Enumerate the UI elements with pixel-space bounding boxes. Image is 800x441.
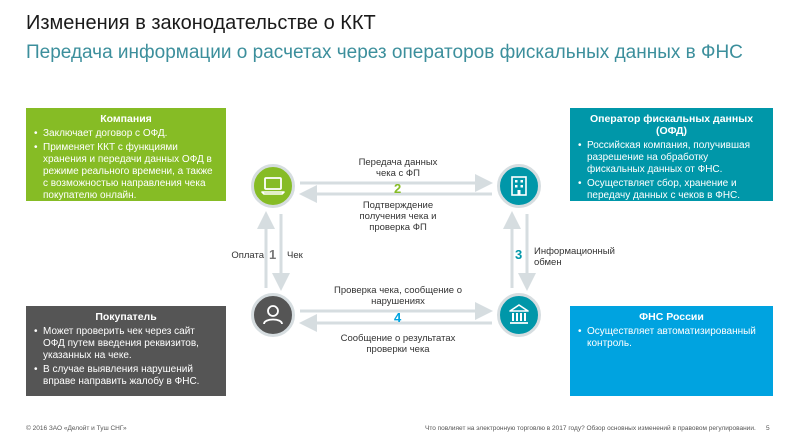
footer-caption: Что повлияет на электронную торговлю в 2… — [425, 425, 756, 432]
flow-4-top-label: Проверка чека, сообщение о нарушениях — [334, 285, 462, 307]
flow-1-number: 1 — [269, 247, 277, 262]
company-box: Компания Заключает договор с ОФД. Примен… — [26, 108, 226, 201]
ofd-item: Осуществляет сбор, хранение и передачу д… — [578, 178, 765, 202]
flow-1-right-label: Чек — [287, 250, 303, 261]
government-building-icon — [509, 304, 529, 324]
footer-copyright: © 2016 ЗАО «Делойт и Туш СНГ» — [26, 425, 127, 432]
flow-3-number: 3 — [515, 247, 523, 262]
flow-3-label: Информационный обмен — [534, 246, 615, 268]
ofd-list: Российская компания, получившая разрешен… — [578, 140, 765, 202]
fns-title: ФНС России — [639, 311, 704, 323]
fns-list: Осуществляет автоматизированный контроль… — [578, 326, 765, 350]
buyer-box: Покупатель Может проверить чек через сай… — [26, 306, 226, 396]
flow-2-number: 2 — [394, 181, 402, 196]
buyer-list: Может проверить чек через сайт ОФД путем… — [34, 326, 218, 388]
company-item: Применяет ККТ с функциями хранения и пер… — [34, 142, 218, 202]
fns-item: Осуществляет автоматизированный контроль… — [578, 326, 765, 350]
flow-2-bottom-label: Подтверждение получения чека и проверка … — [359, 200, 437, 233]
buyer-item: Может проверить чек через сайт ОФД путем… — [34, 326, 218, 362]
flow-4-number: 4 — [394, 310, 402, 325]
buyer-node — [251, 293, 295, 337]
page-subtitle: Передача информации о расчетах через опе… — [26, 42, 743, 63]
ofd-box: Оператор фискальных данных (ОФД) Российс… — [570, 108, 773, 201]
building-icon — [511, 176, 527, 196]
ofd-item: Российская компания, получившая разрешен… — [578, 140, 765, 176]
fns-box: ФНС России Осуществляет автоматизированн… — [570, 306, 773, 396]
page-title: Изменения в законодательстве о ККТ — [26, 12, 376, 34]
ofd-node — [497, 164, 541, 208]
flow-2-top-label: Передача данных чека с ФП — [358, 157, 438, 179]
company-list: Заключает договор с ОФД. Применяет ККТ с… — [34, 128, 218, 202]
buyer-item: В случае выявления нарушений вправе напр… — [34, 364, 218, 388]
laptop-icon — [261, 177, 285, 195]
ofd-title: Оператор фискальных данных (ОФД) — [589, 113, 754, 137]
company-item: Заключает договор с ОФД. — [34, 128, 218, 140]
company-node — [251, 164, 295, 208]
flow-4-bottom-label: Сообщение о результатах проверки чека — [340, 333, 456, 355]
buyer-title: Покупатель — [95, 311, 157, 323]
footer-page-number: 5 — [766, 425, 770, 432]
flow-1-left-label: Оплата — [231, 250, 264, 261]
person-icon — [263, 305, 283, 325]
company-title: Компания — [100, 113, 152, 125]
fns-node — [497, 293, 541, 337]
